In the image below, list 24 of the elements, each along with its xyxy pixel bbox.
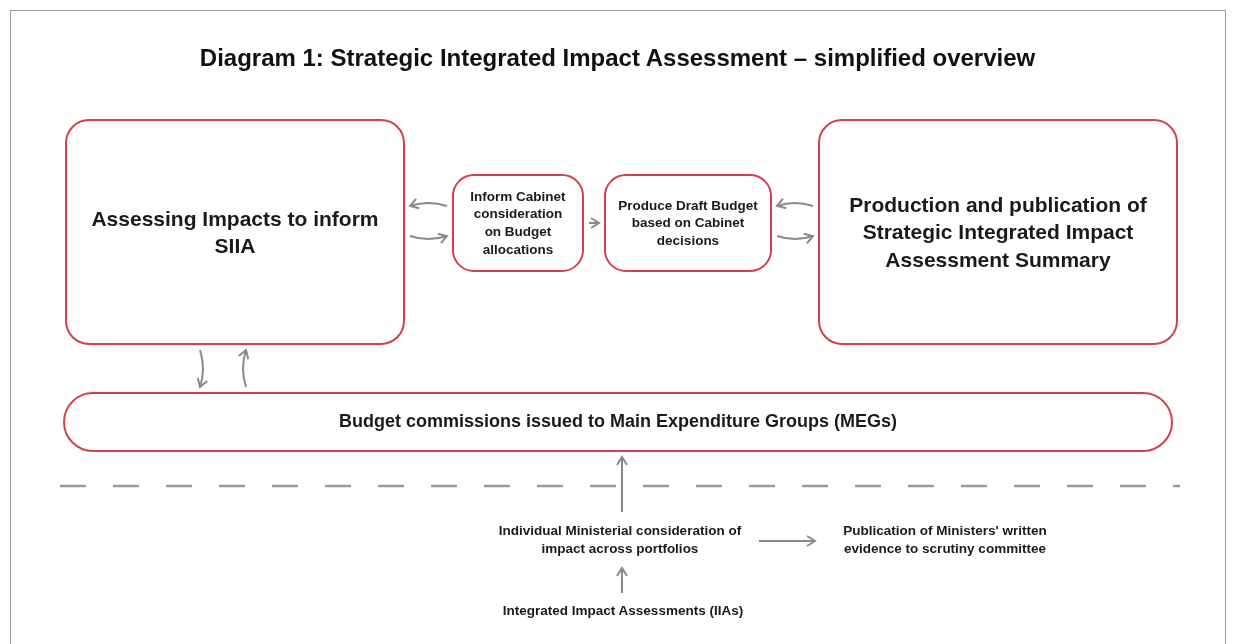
node-text: Individual Ministerial consideration of impact across portfolios bbox=[497, 522, 743, 558]
node-text: Publication of Ministers' written evidence to scrutiny committee bbox=[842, 522, 1048, 558]
arrow bbox=[616, 456, 628, 513]
arrow bbox=[776, 197, 814, 210]
process-box bbox=[63, 392, 1173, 452]
arrow bbox=[758, 535, 816, 547]
process-box bbox=[604, 174, 772, 272]
node-text: Inform Cabinet consideration on Budget allocations bbox=[469, 187, 567, 259]
arrow bbox=[616, 567, 628, 594]
arrow bbox=[409, 197, 448, 210]
process-box bbox=[452, 174, 584, 272]
process-box bbox=[818, 119, 1178, 345]
arrow bbox=[237, 349, 250, 388]
node-text: Assessing Impacts to inform SIIA bbox=[90, 205, 380, 259]
arrow bbox=[776, 232, 814, 245]
diagram-title: Diagram 1: Strategic Integrated Impact Assessment – simplified overview bbox=[198, 44, 1037, 72]
node-text: Integrated Impact Assessments (IIAs) bbox=[502, 602, 744, 620]
arrow bbox=[588, 217, 600, 229]
node-text: Produce Draft Budget based on Cabinet decisions bbox=[617, 196, 759, 250]
arrow bbox=[196, 349, 209, 388]
process-box bbox=[65, 119, 405, 345]
node-text: Production and publication of Strategic Integrated Impact Assessment Summary bbox=[848, 192, 1148, 273]
arrow bbox=[409, 232, 448, 245]
node-text: Budget commissions issued to Main Expenditure Groups (MEGs) bbox=[338, 410, 898, 434]
